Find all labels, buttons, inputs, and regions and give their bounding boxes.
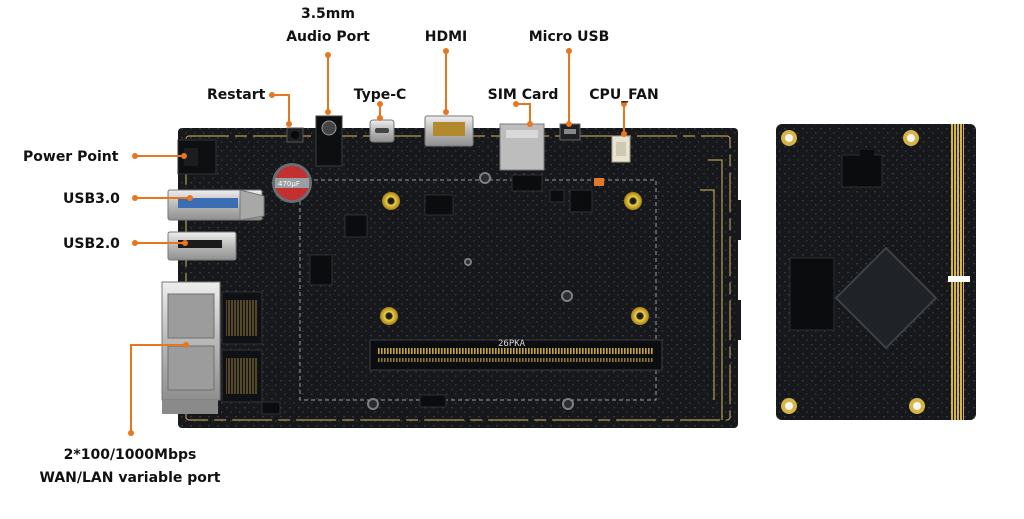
core-module (776, 124, 976, 420)
mounting-holes (367, 172, 574, 410)
callout-dots (128, 48, 627, 436)
audio-jack (315, 115, 343, 167)
ethernet-label-line1: 2*100/1000Mbps (63, 447, 197, 463)
type-c-port (369, 119, 395, 143)
type-c-label: Type-C (353, 87, 407, 103)
capacitor-text: 470µF (278, 180, 300, 188)
audio-port-label-line1: 3.5mm (301, 6, 355, 22)
usb30-label: USB3.0 (63, 191, 120, 207)
module-footprint (299, 179, 657, 401)
sim-card-slot (499, 123, 545, 171)
hdmi-port (424, 115, 474, 147)
cpu-fan-header (611, 135, 631, 163)
orange-led (594, 178, 604, 186)
callout-lines (130, 51, 625, 433)
audio-port-label-line2: Audio Port (286, 29, 370, 45)
usb20-label: USB2.0 (63, 236, 120, 252)
restart-button (286, 127, 304, 143)
ethernet-label-line2: WAN/LAN variable port (39, 470, 221, 486)
micro-usb-label: Micro USB (528, 29, 610, 45)
usb30-port (167, 189, 265, 221)
standoffs (380, 192, 649, 325)
hdmi-label: HDMI (424, 29, 468, 45)
restart-label: Restart (207, 87, 266, 103)
ethernet-ports (161, 281, 263, 414)
usb20-port (167, 231, 237, 261)
sodimm-slot (369, 339, 663, 371)
capacitor (272, 163, 312, 203)
cpu-fan-label: CPU_FAN (589, 87, 659, 103)
sim-card-label: SIM Card (487, 87, 559, 103)
slot-silk-text: 26PKA (498, 339, 526, 349)
power-point-label: Power Point (23, 149, 119, 165)
